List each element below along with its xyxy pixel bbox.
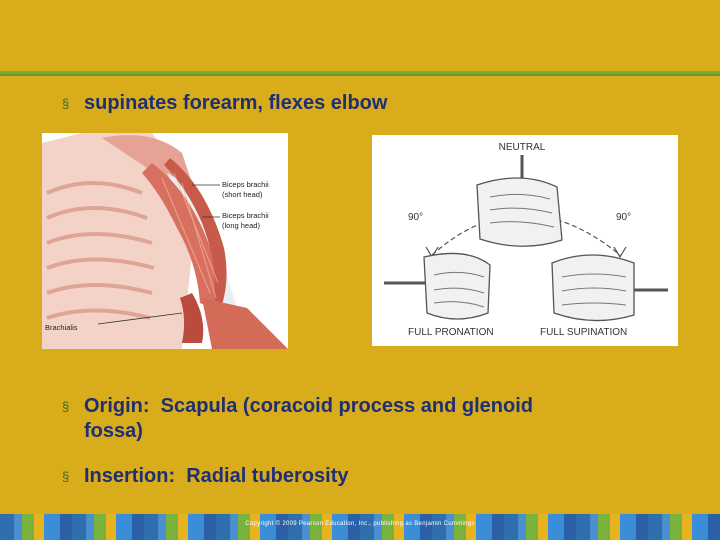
bullet-origin: § Origin: Scapula (coracoid process and … xyxy=(62,394,702,444)
bullet-origin-text: Origin: Scapula (coracoid process and gl… xyxy=(84,395,533,442)
bullet-function: § supinates forearm, flexes elbow xyxy=(62,91,702,116)
bullet-marker: § xyxy=(62,96,70,111)
label-biceps-long-head-1: Biceps brachii xyxy=(222,211,269,220)
top-rule xyxy=(0,71,720,76)
biceps-anatomy-illustration: Biceps brachii (short head) Biceps brach… xyxy=(42,133,288,349)
label-brachialis: Brachialis xyxy=(45,323,78,332)
bullet-marker: § xyxy=(62,469,70,484)
biceps-anatomy-figure: Biceps brachii (short head) Biceps brach… xyxy=(42,133,288,349)
footer-stripe-bar xyxy=(0,514,720,540)
label-biceps-short-head-1: Biceps brachii xyxy=(222,180,269,189)
bullet-insertion: § Insertion: Radial tuberosity xyxy=(62,464,702,489)
label-biceps-short-head-2: (short head) xyxy=(222,190,263,199)
label-neutral: NEUTRAL xyxy=(499,142,546,153)
label-full-pronation: FULL PRONATION xyxy=(408,327,494,338)
label-angle-left: 90° xyxy=(408,212,423,223)
bullet-function-text: supinates forearm, flexes elbow xyxy=(84,92,388,114)
pronation-supination-illustration: NEUTRAL 90° 90° FULL PRONATION FULL SUPI… xyxy=(372,135,678,346)
forearm-rotation-figure: NEUTRAL 90° 90° FULL PRONATION FULL SUPI… xyxy=(372,135,678,346)
label-biceps-long-head-2: (long head) xyxy=(222,221,260,230)
bullet-marker: § xyxy=(62,399,70,414)
label-full-supination: FULL SUPINATION xyxy=(540,327,627,338)
label-angle-right: 90° xyxy=(616,212,631,223)
copyright-notice: Copyright © 2009 Pearson Education, Inc.… xyxy=(245,521,475,527)
bullet-insertion-text: Insertion: Radial tuberosity xyxy=(84,465,349,487)
